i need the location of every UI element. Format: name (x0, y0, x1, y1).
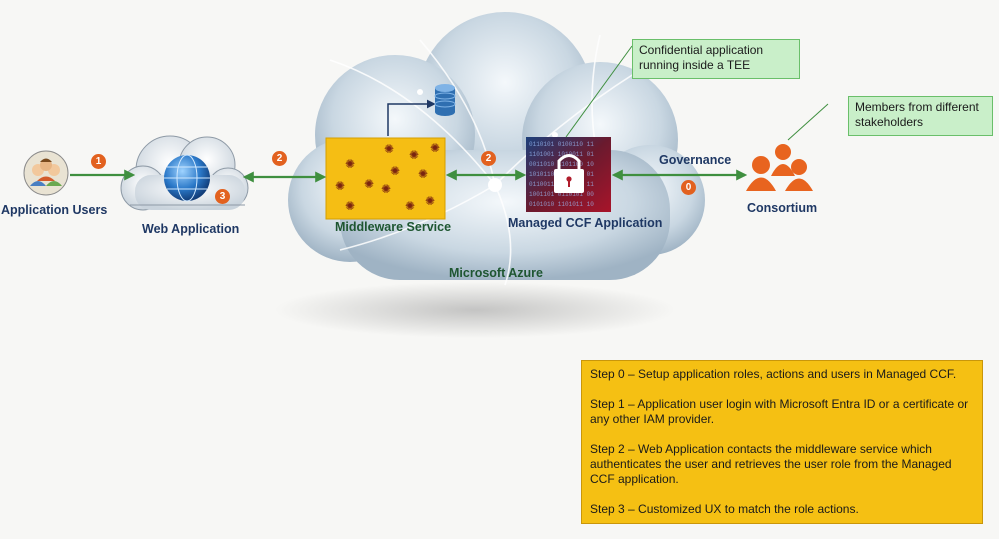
svg-text:✺: ✺ (335, 179, 345, 193)
users-icon (23, 150, 69, 196)
steps-box: Step 0 – Setup application roles, action… (581, 360, 983, 524)
application-users-label: Application Users (1, 203, 108, 217)
svg-text:✺: ✺ (425, 194, 435, 208)
tee-callout: Confidential application running inside … (632, 39, 800, 79)
gear-icons: ✺✺✺ ✺✺✺ ✺✺✺ ✺✺✺ (335, 141, 440, 213)
svg-text:✺: ✺ (384, 142, 394, 156)
svg-text:✺: ✺ (345, 199, 355, 213)
web-application-label: Web Application (142, 222, 240, 236)
database-icon (434, 84, 456, 116)
svg-text:0011010 1101100 10: 0011010 1101100 10 (529, 161, 594, 168)
badge-step-2-web: 2 (272, 151, 287, 166)
svg-text:0101010 1101011 10: 0101010 1101011 10 (529, 201, 594, 208)
badge-step-2-ccf: 2 (481, 151, 496, 166)
svg-text:✺: ✺ (405, 199, 415, 213)
svg-text:✺: ✺ (418, 167, 428, 181)
badge-step-3: 3 (215, 189, 230, 204)
svg-text:✺: ✺ (390, 164, 400, 178)
step-0-text: Step 0 – Setup application roles, action… (590, 367, 957, 381)
svg-text:✺: ✺ (409, 148, 419, 162)
tee-callout-leader (565, 45, 633, 138)
badge-step-1: 1 (91, 154, 106, 169)
consortium-icon (746, 144, 813, 191)
governance-label: Governance (659, 153, 732, 167)
globe-icon (164, 154, 210, 202)
badge-step-0: 0 (681, 180, 696, 195)
ccf-lock-image: 0110101 0100110 11 1101001 1010011 01 00… (526, 137, 611, 212)
members-callout: Members from different stakeholders (848, 96, 993, 136)
svg-text:0110101 0100110 11: 0110101 0100110 11 (529, 141, 594, 148)
cloud-shadow (275, 282, 675, 338)
consortium-label: Consortium (747, 201, 818, 215)
members-callout-leader (787, 103, 829, 141)
svg-text:1001101 0110101 00: 1001101 0110101 00 (529, 191, 594, 198)
step-1-text: Step 1 – Application user login with Mic… (590, 397, 969, 426)
middleware-box (325, 137, 446, 220)
managed-ccf-label: Managed CCF Application (508, 216, 663, 230)
step-2-text: Step 2 – Web Application contacts the mi… (590, 442, 952, 486)
svg-text:✺: ✺ (364, 177, 374, 191)
step-3-text: Step 3 – Customized UX to match the role… (590, 502, 859, 516)
microsoft-azure-label: Microsoft Azure (449, 266, 543, 280)
svg-text:1101001 1010011 01: 1101001 1010011 01 (529, 151, 594, 158)
db-connector (387, 99, 436, 136)
svg-text:✺: ✺ (430, 141, 440, 155)
svg-text:✺: ✺ (381, 182, 391, 196)
svg-text:✺: ✺ (345, 157, 355, 171)
middleware-service-label: Middleware Service (335, 220, 452, 234)
